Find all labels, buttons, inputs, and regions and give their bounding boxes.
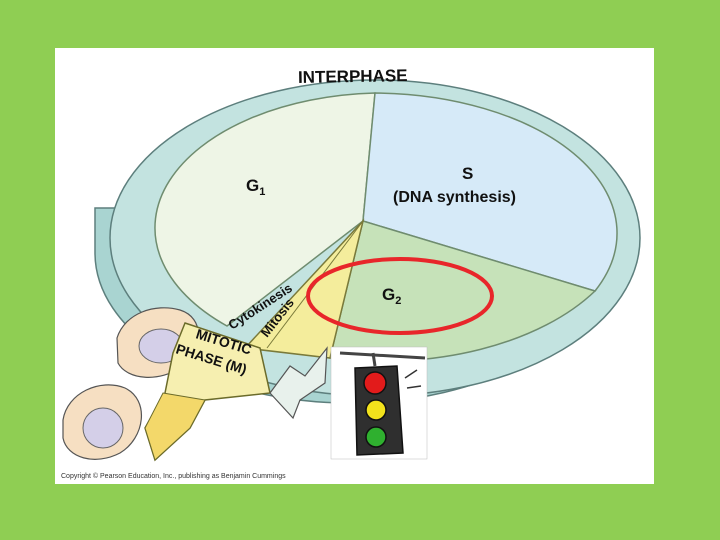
copyright-notice: Copyright © Pearson Education, Inc., pub… <box>61 473 286 480</box>
slide: INTERPHASE G1 S (DNA synthesis) G2 Cytok… <box>55 48 654 484</box>
g1-label: G1 <box>246 176 265 198</box>
traffic-light-icon <box>330 346 428 460</box>
s-label-line2: (DNA synthesis) <box>393 189 516 206</box>
g2-label: G2 <box>382 285 401 307</box>
mitotic-arrow-shadow <box>144 392 206 461</box>
g1-wedge <box>154 92 376 327</box>
g2-highlight-circle <box>306 257 494 335</box>
cell-cycle-diagram: INTERPHASE G1 S (DNA synthesis) G2 Cytok… <box>62 66 641 462</box>
g2-return-arrow <box>269 346 328 420</box>
interphase-title: INTERPHASE <box>298 66 408 87</box>
s-label-line1: S <box>462 164 473 183</box>
mitosis-wedge <box>243 218 365 359</box>
cell-lower <box>62 384 142 460</box>
s-wedge <box>362 92 618 292</box>
wedge-divider <box>266 220 364 349</box>
